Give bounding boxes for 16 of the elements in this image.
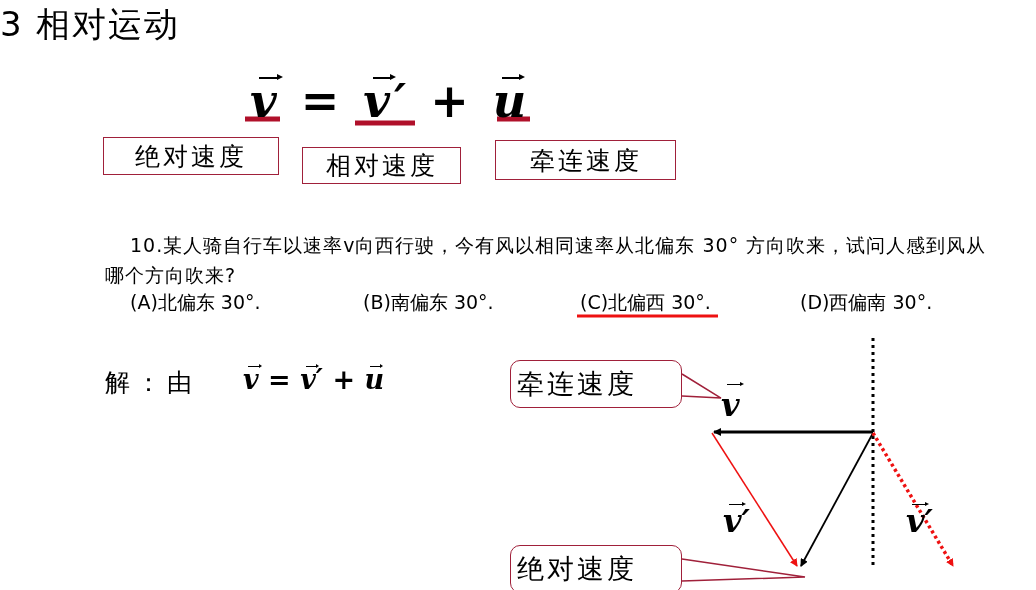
answer-option: (A)北偏东 30°. xyxy=(130,290,261,316)
label-box: 相对速度 xyxy=(302,147,461,184)
title: 3 相对运动 xyxy=(0,3,181,46)
answer-option: (C)北偏西 30°. xyxy=(580,290,711,316)
question-text: 10.某人骑自行车以速率v向西行驶，今有风以相同速率从北偏东 30° 方向吹来，试问人感到风从哪个方向吹来? xyxy=(105,233,988,288)
label-box: 绝对速度 xyxy=(103,137,279,175)
callout-box: 牵连速度 xyxy=(510,360,682,408)
solution-text: 解：由 xyxy=(105,367,198,399)
formula: v = v′ + u xyxy=(250,74,531,128)
callout-tail xyxy=(681,373,722,399)
label-box: 牵连速度 xyxy=(495,140,676,180)
callout-box: 绝对速度 xyxy=(510,545,682,590)
formula: v = v′ + u xyxy=(243,364,385,395)
answer-option: (B)南偏东 30°. xyxy=(363,290,494,316)
callout-tail xyxy=(681,558,806,582)
answer-option: (D)西偏南 30°. xyxy=(800,290,933,316)
